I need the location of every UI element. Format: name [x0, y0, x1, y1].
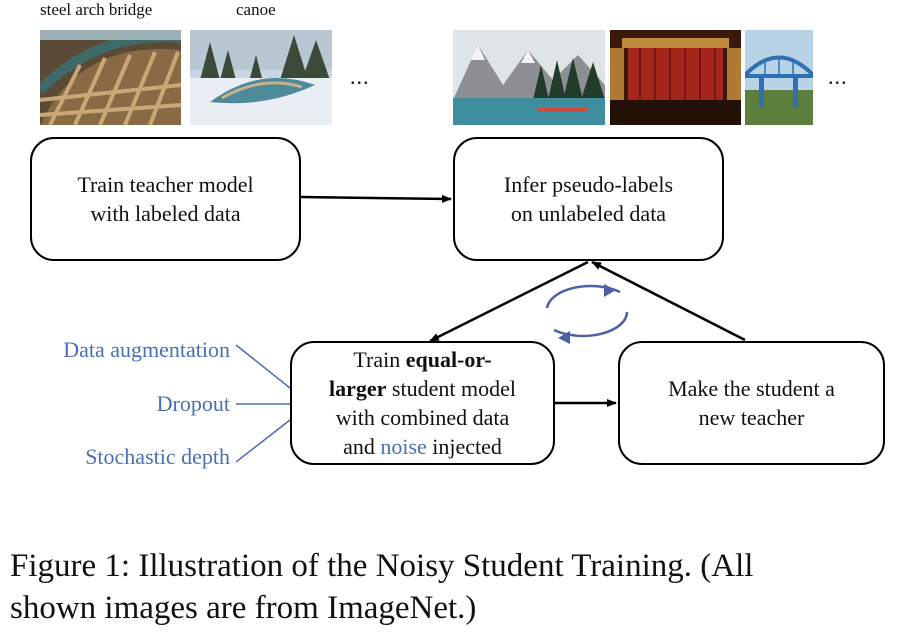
image-theater: [610, 30, 741, 125]
box-train-student: Train equal-or- larger student model wit…: [290, 341, 555, 465]
ellipsis-labeled: ...: [350, 64, 370, 89]
label-steel-arch-bridge: steel arch bridge: [40, 0, 153, 19]
box-new-teacher-line1: Make the student a: [668, 376, 835, 401]
cycle-icon: [545, 284, 629, 338]
connector-data-augmentation: [235, 344, 291, 389]
box-teacher-line2: with labeled data: [90, 201, 241, 226]
caption-line1: Figure 1: Illustration of the Noisy Stud…: [10, 548, 754, 584]
box-infer-line2: on unlabeled data: [510, 201, 667, 226]
box-train-teacher: Train teacher model with labeled data: [30, 137, 301, 261]
box-infer-line1: Infer pseudo-labels: [503, 172, 674, 197]
arrow-new-teacher-to-infer: [591, 260, 746, 342]
noise-stochastic-depth: Stochastic depth: [85, 444, 230, 469]
label-canoe: canoe: [236, 0, 276, 19]
box-student-line4: and noise injected: [343, 434, 502, 459]
box-teacher-line1: Train teacher model: [77, 172, 254, 197]
image-canoe: [190, 30, 332, 125]
image-blue-bridge: [745, 30, 813, 125]
image-mountain-lake: [453, 30, 605, 125]
box-student-line2: larger student model: [329, 376, 516, 401]
box-new-teacher-line2: new teacher: [698, 405, 805, 430]
ellipsis-unlabeled: ...: [828, 64, 848, 89]
noise-data-augmentation: Data augmentation: [63, 337, 230, 362]
caption-line2: shown images are from ImageNet.): [10, 590, 477, 626]
box-infer-pseudo-labels: Infer pseudo-labels on unlabeled data: [453, 137, 724, 261]
figure-caption: Figure 1: Illustration of the Noisy Stud…: [10, 545, 753, 629]
box-new-teacher: Make the student a new teacher: [618, 341, 885, 465]
box-student-line1: Train equal-or-: [353, 347, 492, 372]
box-student-line3: with combined data: [335, 405, 510, 430]
noise-dropout: Dropout: [156, 391, 230, 416]
cycle-arrowhead-bottom: [558, 331, 570, 344]
arrow-teacher-to-infer: [300, 194, 452, 203]
cycle-arrowhead-top: [604, 284, 616, 297]
connector-stochastic-depth: [235, 419, 291, 463]
arrow-infer-to-student: [429, 260, 589, 343]
image-steel-arch-bridge: [40, 30, 181, 125]
